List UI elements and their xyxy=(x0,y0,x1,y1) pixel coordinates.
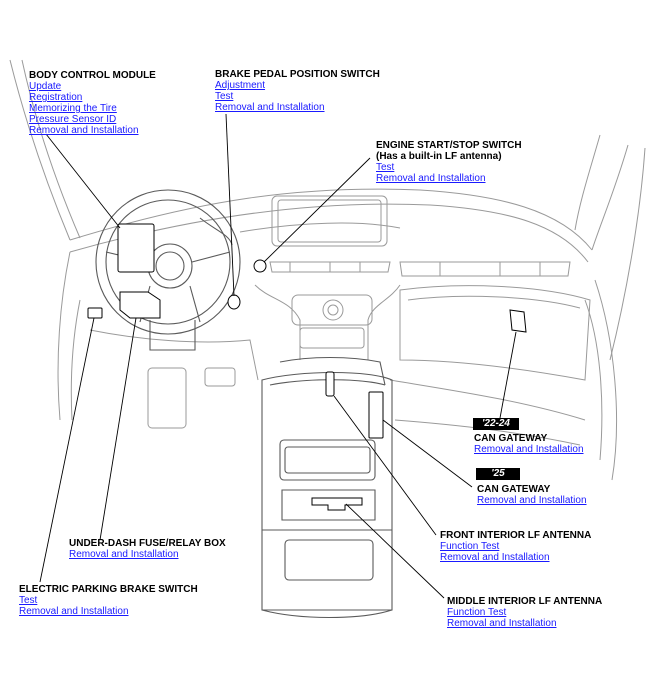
model-year-badge-22-24: '22-24 xyxy=(473,418,519,430)
bpps-title: BRAKE PEDAL POSITION SWITCH xyxy=(215,69,380,80)
can-gateway-a-removal-link[interactable]: Removal and Installation xyxy=(474,444,584,455)
bcm-memorizing-tire-link[interactable]: Memorizing the Tire xyxy=(29,103,117,114)
middle-antenna-callout: MIDDLE INTERIOR LF ANTENNA Function Test… xyxy=(447,596,602,629)
bcm-part xyxy=(117,223,155,273)
front-antenna-function-test-link[interactable]: Function Test xyxy=(440,541,500,552)
bpps-part xyxy=(227,294,241,310)
middle-antenna-removal-link[interactable]: Removal and Installation xyxy=(447,618,557,629)
model-year-badge-25: '25 xyxy=(476,468,520,480)
bpps-adjustment-link[interactable]: Adjustment xyxy=(215,80,266,91)
can-gateway-a-callout: CAN GATEWAY Removal and Installation xyxy=(474,433,584,455)
engine-start-removal-link[interactable]: Removal and Installation xyxy=(376,173,486,184)
fuse-box-callout: UNDER-DASH FUSE/RELAY BOX Removal and In… xyxy=(69,538,226,560)
cabin-outline xyxy=(9,59,646,481)
fuse-box-removal-link[interactable]: Removal and Installation xyxy=(69,549,179,560)
bcm-pressure-sensor-link[interactable]: Pressure Sensor ID xyxy=(29,114,117,125)
can-gateway-25-part xyxy=(368,391,384,439)
engine-start-title: ENGINE START/STOP SWITCH xyxy=(376,140,522,151)
epb-switch-test-link[interactable]: Test xyxy=(19,595,38,606)
bpps-callout: BRAKE PEDAL POSITION SWITCH Adjustment T… xyxy=(215,69,380,113)
front-antenna-removal-link[interactable]: Removal and Installation xyxy=(440,552,550,563)
front-antenna-callout: FRONT INTERIOR LF ANTENNA Function Test … xyxy=(440,530,591,563)
steering-wheel xyxy=(95,189,241,351)
engine-start-callout: ENGINE START/STOP SWITCH (Has a built-in… xyxy=(376,140,522,184)
can-gateway-a-title: CAN GATEWAY xyxy=(474,433,548,444)
engine-start-subtitle: (Has a built-in LF antenna) xyxy=(376,151,502,162)
middle-antenna-part xyxy=(311,497,363,511)
middle-antenna-title: MIDDLE INTERIOR LF ANTENNA xyxy=(447,596,603,607)
bcm-callout: BODY CONTROL MODULE Update Registration … xyxy=(29,70,156,136)
can-gateway-part xyxy=(509,309,527,333)
bcm-removal-link[interactable]: Removal and Installation xyxy=(29,125,139,136)
leader-lines xyxy=(39,113,517,599)
can-gateway-b-title: CAN GATEWAY xyxy=(477,484,551,495)
epb-switch-part xyxy=(87,307,103,319)
components xyxy=(87,223,527,511)
front-antenna-part xyxy=(325,371,335,397)
middle-antenna-function-test-link[interactable]: Function Test xyxy=(447,607,507,618)
bcm-registration-link[interactable]: Registration xyxy=(29,92,83,103)
bcm-title: BODY CONTROL MODULE xyxy=(29,70,156,81)
epb-switch-removal-link[interactable]: Removal and Installation xyxy=(19,606,129,617)
epb-switch-title: ELECTRIC PARKING BRAKE SWITCH xyxy=(19,584,198,595)
bcm-update-link[interactable]: Update xyxy=(29,81,62,92)
engine-start-switch-part xyxy=(253,259,267,273)
fuse-box-part xyxy=(119,291,161,319)
can-gateway-b-removal-link[interactable]: Removal and Installation xyxy=(477,495,587,506)
epb-switch-callout: ELECTRIC PARKING BRAKE SWITCH Test Remov… xyxy=(19,584,198,617)
front-antenna-title: FRONT INTERIOR LF ANTENNA xyxy=(440,530,592,541)
can-gateway-b-callout: CAN GATEWAY Removal and Installation xyxy=(477,484,587,506)
bpps-removal-link[interactable]: Removal and Installation xyxy=(215,102,325,113)
fuse-box-title: UNDER-DASH FUSE/RELAY BOX xyxy=(69,538,226,549)
bpps-test-link[interactable]: Test xyxy=(215,91,234,102)
engine-start-test-link[interactable]: Test xyxy=(376,162,395,173)
